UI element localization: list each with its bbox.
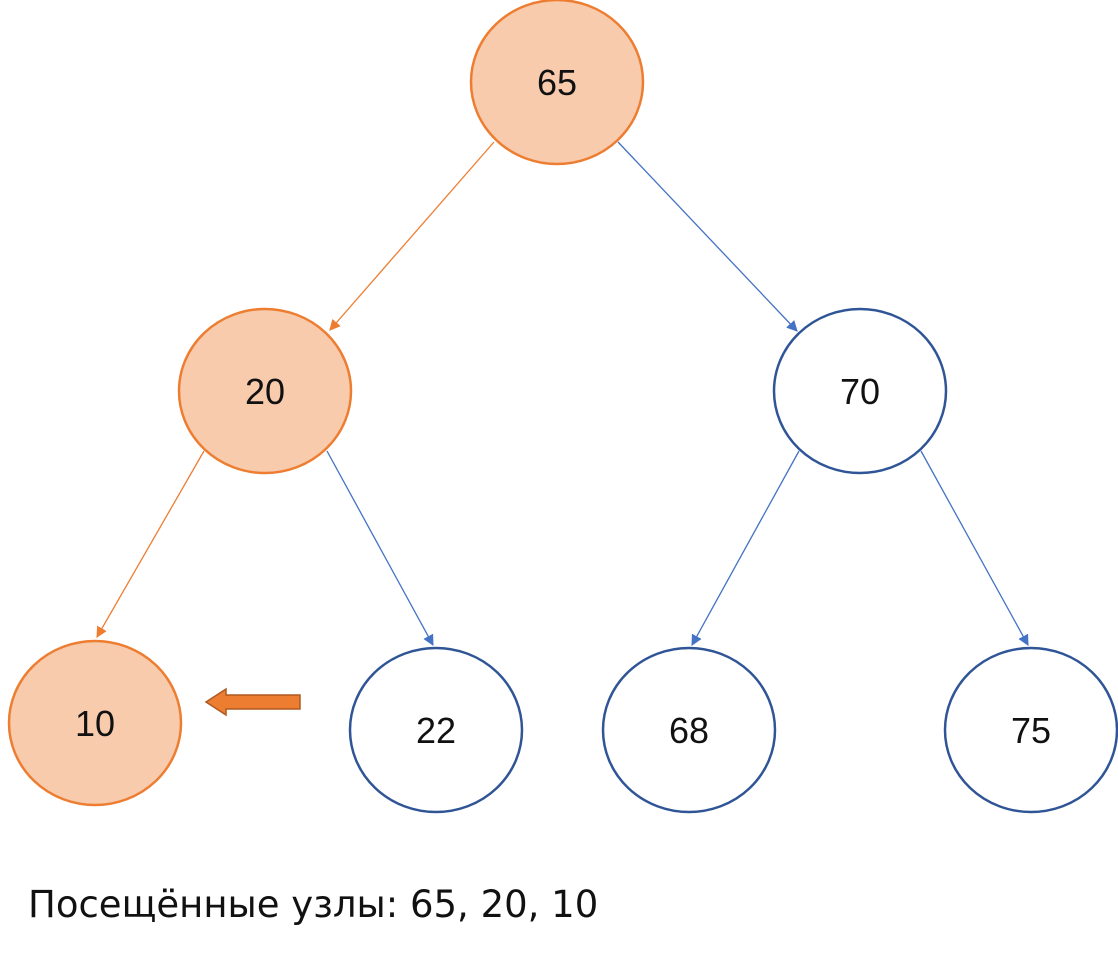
tree-node-10: 10 <box>7 639 183 807</box>
current-node-pointer <box>204 687 301 717</box>
tree-node-68: 68 <box>601 646 777 814</box>
node-circle <box>943 646 1118 814</box>
node-label: 22 <box>416 710 456 751</box>
edge-65-to-20 <box>329 141 495 331</box>
node-circle <box>601 646 777 814</box>
node-label: 75 <box>1011 710 1051 751</box>
edge-70-to-75 <box>920 450 1029 646</box>
node-circle <box>469 0 645 166</box>
node-label: 65 <box>537 62 577 103</box>
node-circle <box>177 307 353 475</box>
node-label: 70 <box>840 371 880 412</box>
tree-node-70: 70 <box>772 307 948 475</box>
tree-node-65: 65 <box>469 0 645 166</box>
node-label: 20 <box>245 371 285 412</box>
edge-20-to-22 <box>326 450 434 646</box>
tree-node-22: 22 <box>348 646 524 814</box>
node-circle <box>7 639 183 807</box>
edge-65-to-70 <box>617 141 798 332</box>
edge-70-to-68 <box>691 450 800 646</box>
tree-nodes: 65 20 70 10 22 68 75 <box>7 0 1118 814</box>
node-circle <box>348 646 524 814</box>
node-label: 10 <box>75 703 115 744</box>
visited-nodes-caption: Посещённые узлы: 65, 20, 10 <box>28 883 599 926</box>
edge-20-to-10 <box>96 450 205 638</box>
tree-node-75: 75 <box>943 646 1118 814</box>
tree-node-20: 20 <box>177 307 353 475</box>
pointer-arrow-icon <box>204 687 301 717</box>
node-label: 68 <box>669 710 709 751</box>
tree-edges <box>96 141 1029 646</box>
node-circle <box>772 307 948 475</box>
